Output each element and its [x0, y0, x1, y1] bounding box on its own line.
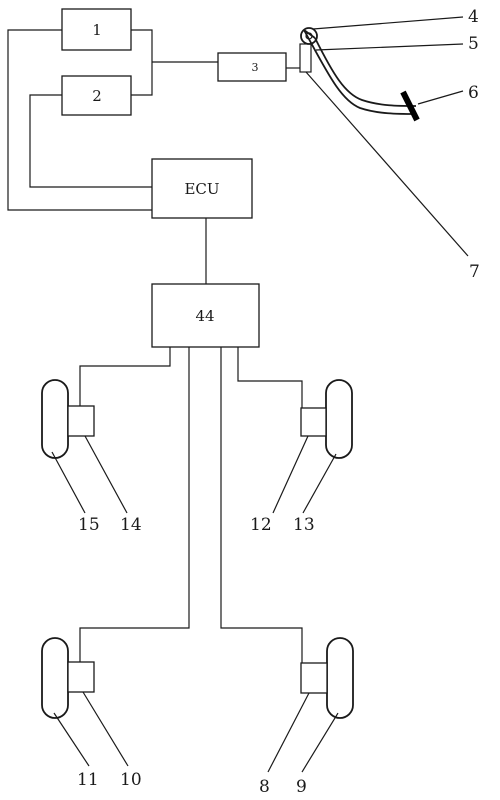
sensor-front-right [300, 407, 327, 437]
wheel-rear-left [41, 637, 69, 719]
leader-7 [305, 71, 469, 257]
callout-6: 6 [468, 83, 479, 103]
callout-7: 7 [469, 262, 480, 282]
callout-13: 13 [293, 515, 315, 535]
leader-9 [301, 712, 339, 773]
wire-44-to-10 [79, 347, 190, 662]
callout-9: 9 [296, 777, 307, 797]
leader-6 [417, 90, 464, 105]
wire-2-to-ecu [29, 94, 152, 188]
wheel-front-left [41, 379, 69, 459]
leader-4 [312, 16, 464, 30]
ecu-label: ECU [184, 180, 219, 198]
leader-13 [302, 453, 337, 514]
callout-10: 10 [120, 770, 142, 790]
sensor-front-left [67, 405, 95, 437]
block-44-box [151, 283, 260, 348]
block-2-label: 2 [92, 87, 102, 105]
leader-14 [84, 435, 128, 514]
leader-12 [272, 435, 309, 514]
wire-1-to-3 [131, 29, 153, 96]
wheel-front-right [325, 379, 353, 459]
brake-pedal-assembly [299, 27, 420, 122]
leader-8 [267, 692, 310, 773]
leader-5 [315, 43, 464, 51]
leader-lines [51, 16, 469, 773]
block-1-label: 1 [92, 21, 102, 39]
leader-11 [53, 712, 90, 767]
pedal-arm-cap [303, 29, 316, 39]
wire-44-to-12 [237, 347, 303, 408]
pedal-arm-inner [314, 37, 417, 107]
leader-15 [51, 451, 86, 514]
block-3-label: 3 [252, 61, 259, 74]
callout-15: 15 [78, 515, 100, 535]
block-44-label: 44 [195, 307, 214, 325]
leader-10 [82, 691, 129, 767]
callout-14: 14 [120, 515, 142, 535]
pedal-push-rod [299, 43, 312, 73]
sensor-rear-left [67, 661, 95, 693]
block-3-box [217, 52, 287, 82]
block-2-box [61, 75, 132, 116]
callout-11: 11 [77, 770, 99, 790]
callout-5: 5 [468, 34, 479, 54]
wire-44-to-14 [79, 347, 171, 406]
callout-8: 8 [259, 777, 270, 797]
ecu-box [151, 158, 253, 219]
pedal-pad [400, 90, 420, 122]
pedal-arm-outer [303, 29, 417, 115]
connection-lines [7, 29, 303, 663]
wheel-rear-right [326, 637, 354, 719]
wire-44-to-8 [220, 347, 303, 663]
sensor-rear-right [300, 662, 328, 694]
pedal-pivot-outer [300, 27, 318, 45]
wire-1-to-ecu [7, 29, 152, 211]
callout-4: 4 [468, 7, 479, 27]
block-1-box [61, 8, 132, 51]
pedal-pivot-inner [305, 32, 313, 40]
callout-12: 12 [250, 515, 272, 535]
